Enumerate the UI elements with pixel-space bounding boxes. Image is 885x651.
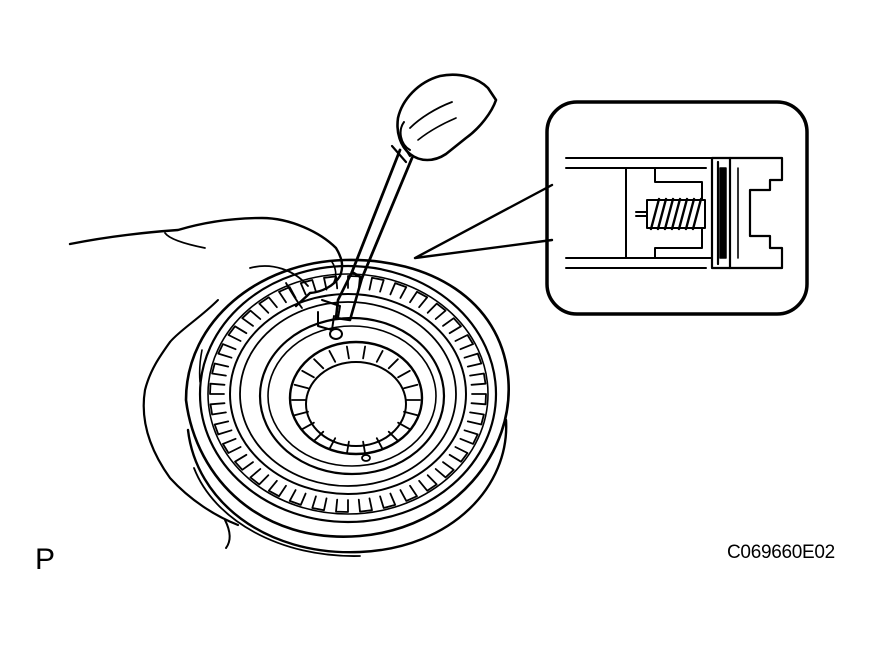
view-letter-label: P <box>35 543 56 576</box>
spline-tooth <box>463 352 483 368</box>
inset-sleeve <box>710 156 732 270</box>
spline-tooth <box>426 302 447 320</box>
internal-spline <box>345 440 350 455</box>
spline-tooth <box>222 437 242 454</box>
hub-bore <box>288 340 424 456</box>
spline-tooth <box>323 275 339 291</box>
inset-hub-body <box>565 157 713 269</box>
internal-spline <box>328 349 337 363</box>
spline-tooth <box>211 362 230 377</box>
internal-spline <box>403 410 419 417</box>
spline-tooth <box>311 495 328 512</box>
spline-tooth <box>469 372 487 386</box>
internal-spline <box>345 345 350 360</box>
spline-tooth <box>442 317 462 335</box>
spline-tooth <box>409 290 429 309</box>
spline-tooth <box>241 309 262 327</box>
internal-spline <box>387 430 399 442</box>
internal-spline <box>313 358 325 370</box>
spline-tooth <box>389 282 408 299</box>
screwdriver-shaft <box>350 148 414 280</box>
spline-tooth <box>470 393 487 406</box>
hub-face <box>258 316 446 476</box>
key-spring <box>635 197 706 231</box>
spline-tooth <box>267 479 287 498</box>
spline-tooth <box>466 411 485 426</box>
internal-spline <box>387 358 399 370</box>
internal-spline <box>375 437 384 451</box>
spline-tooth <box>347 275 361 290</box>
shifting-key <box>317 311 335 331</box>
figure-code-label: C069660E02 <box>727 542 835 563</box>
spline-tooth <box>368 276 385 293</box>
spline-tooth <box>227 325 248 342</box>
screwdriver-handle <box>396 73 498 162</box>
internal-spline <box>328 437 337 451</box>
spline-tooth <box>335 498 349 513</box>
callout-pointer <box>413 183 554 260</box>
sleeve-outer <box>184 258 510 538</box>
internal-spline <box>362 440 367 455</box>
key-hole <box>329 328 343 340</box>
screwdriver-tip <box>334 270 364 322</box>
spline-tooth <box>213 420 233 436</box>
spline-tooth <box>379 492 397 509</box>
internal-spline <box>403 383 419 390</box>
spline-tooth <box>299 279 317 296</box>
spline-tooth <box>278 286 297 304</box>
spline-tooth <box>234 453 254 471</box>
spline-tooth <box>258 296 278 314</box>
spline-tooth <box>209 402 227 416</box>
spline-tooth <box>209 382 226 395</box>
spline-tooth <box>249 468 270 486</box>
spline-tooth <box>454 334 474 351</box>
inset-frame <box>545 100 809 316</box>
internal-spline <box>293 383 309 390</box>
spline-tooth <box>418 474 438 492</box>
internal-spline <box>375 349 384 363</box>
internal-spline <box>362 345 367 360</box>
sleeve-top-ring <box>198 264 498 524</box>
spline-tooth <box>357 497 373 513</box>
spline-tooth <box>217 343 237 359</box>
sleeve-spline-teeth <box>209 275 487 513</box>
detail-inset <box>413 100 809 316</box>
spline-tooth <box>434 461 455 479</box>
internal-spline <box>313 430 325 442</box>
screwdriver <box>321 73 498 322</box>
spline-tooth <box>459 429 479 445</box>
internal-spline <box>397 369 411 379</box>
spline-tooth <box>288 489 307 506</box>
internal-spline <box>293 410 309 417</box>
synchronizer-assembly <box>184 258 510 557</box>
spline-tooth <box>448 446 469 463</box>
hand <box>68 216 344 549</box>
internal-spline <box>301 369 315 379</box>
hub-internal-splines <box>291 345 421 455</box>
spline-tooth <box>399 484 418 502</box>
